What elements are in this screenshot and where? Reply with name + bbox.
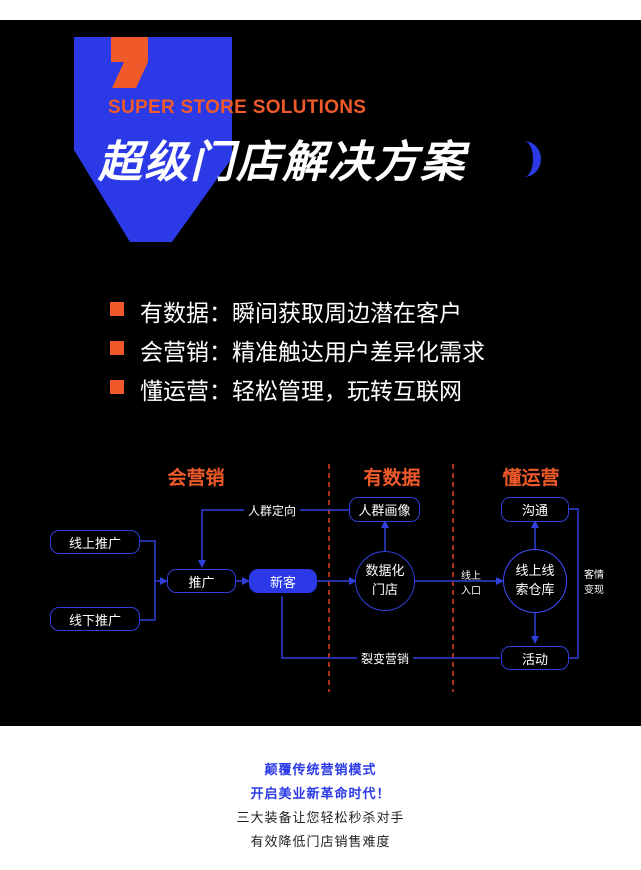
label-monetization: 客情 变现 [584, 568, 604, 598]
node-new-customer: 新客 [249, 569, 317, 593]
monetization-line2: 变现 [584, 585, 604, 596]
bullet-square [110, 341, 124, 355]
online-entry-line2: 入口 [461, 586, 481, 597]
node-digital-store: 数据化 门店 [355, 551, 415, 611]
footer-line-4: 有效降低门店销售难度 [250, 835, 391, 850]
node-promotion: 推广 [167, 569, 236, 593]
node-communicate: 沟通 [501, 497, 569, 522]
node-activity: 活动 [501, 646, 569, 670]
node-crowd-profile: 人群画像 [349, 497, 420, 522]
node-offline-promotion: 线下推广 [50, 607, 140, 631]
footer-line-1: 颠覆传统营销模式 [264, 763, 377, 778]
digital-store-line1: 数据化 [365, 564, 405, 579]
bullet-square [110, 380, 124, 394]
quote-mark-graphic [74, 37, 541, 242]
lead-pool-line2: 索仓库 [515, 583, 555, 598]
feature-marketing: 会营销：精准触达用户差异化需求 [140, 340, 485, 366]
label-online-entry: 线上 入口 [461, 569, 481, 599]
footer-line-3: 三大装备让您轻松秒杀对手 [236, 811, 405, 826]
label-crowd-targeting: 人群定向 [244, 502, 301, 519]
monetization-line1: 客情 [584, 570, 604, 581]
section-header-data: 有数据 [363, 467, 421, 489]
footer-line-2: 开启美业新革命时代！ [250, 787, 391, 802]
online-entry-line1: 线上 [461, 571, 481, 582]
subtitle-english: SUPER STORE SOLUTIONS [108, 97, 367, 118]
lead-pool-line1: 线上线 [515, 564, 555, 579]
section-header-marketing: 会营销 [167, 467, 225, 489]
digital-store-line2: 门店 [371, 583, 398, 598]
bullet-square [110, 302, 124, 316]
main-title: 超级门店解决方案 [98, 137, 466, 188]
label-fission-marketing: 裂变营销 [357, 650, 414, 667]
section-header-operations: 懂运营 [502, 467, 560, 489]
node-lead-pool: 线上线 索仓库 [503, 549, 567, 613]
feature-data: 有数据：瞬间获取周边潜在客户 [140, 301, 462, 327]
feature-operations: 懂运营：轻松管理，玩转互联网 [140, 379, 462, 405]
node-online-promotion: 线上推广 [50, 530, 140, 554]
